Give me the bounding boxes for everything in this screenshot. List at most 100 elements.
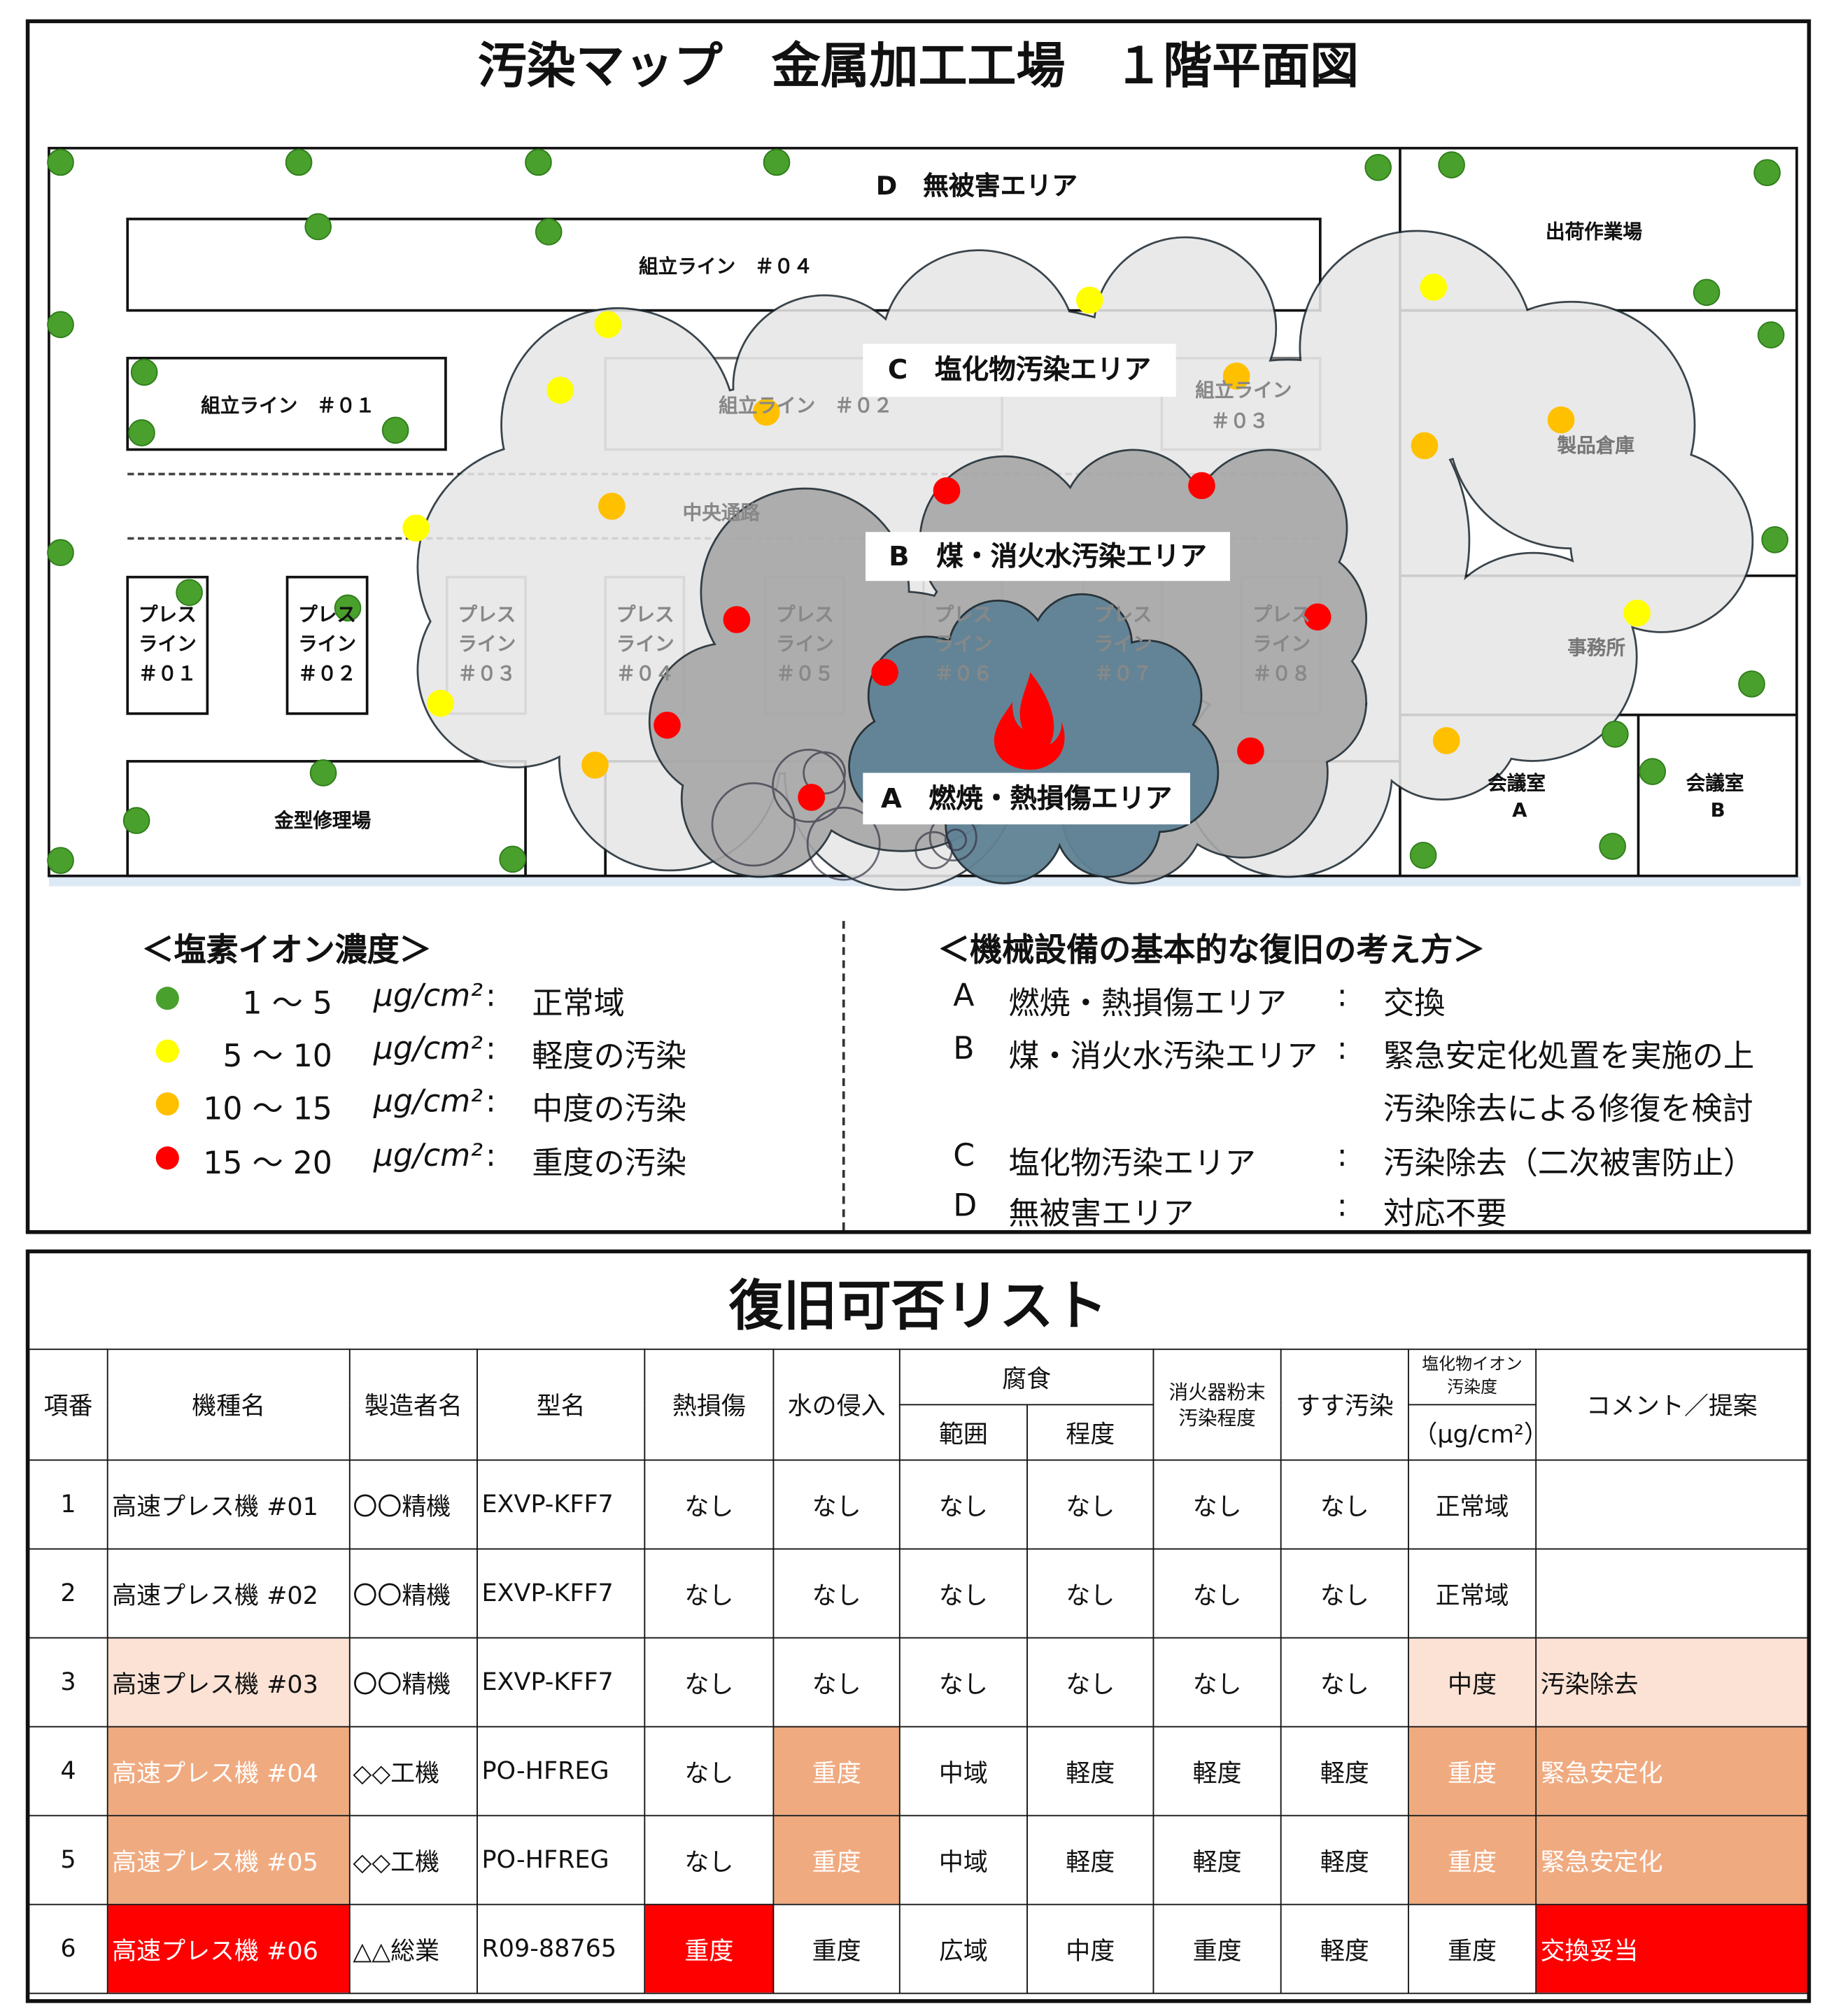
policy-area: 塩化物汚染エリア [1008, 1145, 1256, 1182]
measurement-dot-red [871, 658, 898, 686]
press-line-text: プレス [298, 602, 356, 626]
measurement-dot-orange [581, 752, 609, 779]
room-label: 会議室 [1488, 771, 1546, 795]
press-line-text: ライン [458, 632, 516, 656]
header-powder-line1: 消火器粉末 [1168, 1380, 1266, 1404]
measurement-dot-red [1304, 603, 1332, 631]
cell-soot: なし [1280, 1459, 1409, 1550]
legend-colon: : [485, 1137, 496, 1173]
measurement-dot-green [47, 847, 74, 874]
measurement-dot-green [1639, 758, 1667, 785]
room-label: B [1710, 798, 1725, 822]
list-panel [25, 1249, 1812, 2003]
fire-icon [994, 672, 1065, 770]
press-line-text: ライン [776, 632, 834, 656]
cell-water: なし [772, 1459, 901, 1550]
legend-dot [155, 1092, 179, 1116]
cell-type: PO-HFREG [476, 1814, 646, 1905]
press-line-text: ＃０３ [458, 662, 516, 686]
room-label: 組立ライン [1195, 379, 1292, 402]
room-label: 組立ライン ＃０４ [639, 255, 813, 279]
press-line-text: ＃０６ [934, 662, 993, 686]
press-line-text: ライン [1252, 632, 1311, 656]
header-model: 機種名 [106, 1348, 351, 1461]
divider [842, 921, 845, 1230]
cell-degree: 軽度 [1026, 1726, 1154, 1817]
room-label: ＃０３ [1210, 409, 1269, 433]
measurement-dot-green [47, 148, 74, 176]
cell-soot: 軽度 [1280, 1903, 1409, 1994]
legend-desc: 正常域 [532, 985, 625, 1022]
press-line-text: ＃０８ [1252, 662, 1311, 686]
press-line-label: プレスライン＃０７ [1083, 600, 1163, 689]
cell-degree: なし [1026, 1548, 1154, 1639]
cell-degree: なし [1026, 1637, 1154, 1728]
measurement-dot-green [304, 213, 332, 241]
room-label: 組立ライン ＃０２ [719, 394, 893, 418]
header-soot: すす汚染 [1280, 1348, 1409, 1461]
measurement-dot-green [499, 845, 526, 873]
cell-heat: なし [644, 1548, 775, 1639]
cell-chloride: 正常域 [1408, 1459, 1537, 1550]
press-line-text: ライン [934, 632, 993, 656]
measurement-dot-green [128, 419, 155, 446]
measurement-dot-green [1602, 720, 1629, 748]
press-line-text: ライン [138, 632, 197, 656]
measurement-dot-yellow [427, 689, 454, 717]
assembly-line-04 [126, 218, 1322, 312]
cell-heat: なし [644, 1459, 775, 1550]
press-line-text: ＃０５ [776, 662, 834, 686]
cell-heat: なし [644, 1637, 775, 1728]
policy-title: ＜機械設備の基本的な復旧の考え方＞ [938, 931, 1485, 969]
press-line-text: プレス [934, 602, 993, 626]
measurement-dot-yellow [1623, 599, 1651, 627]
header-no: 項番 [28, 1348, 108, 1461]
legend-unit: μg/cm² [373, 1137, 483, 1173]
press-line-text: プレス [1252, 602, 1311, 626]
cell-water: なし [772, 1637, 901, 1728]
measurement-dot-orange [1432, 727, 1460, 754]
policy-area: 煤・消火水汚染エリア [1008, 1038, 1318, 1075]
policy-area: 燃焼・熱損傷エリア [1008, 985, 1287, 1022]
recovery-table: 項番 機種名 製造者名 型名 熱損傷 水の侵入 腐食 消火器粉末汚染程度 すす汚… [28, 1348, 1809, 1994]
policy-letter: D [953, 1187, 977, 1224]
policy-colon: : [1336, 1030, 1348, 1067]
measurement-dot-orange [1222, 362, 1250, 390]
header-water: 水の侵入 [772, 1348, 901, 1461]
cell-water: 重度 [772, 1726, 901, 1817]
measurement-dot-red [654, 712, 681, 739]
legend-desc: 重度の汚染 [532, 1145, 687, 1182]
measurement-dot-green [381, 416, 409, 444]
cell-degree: なし [1026, 1459, 1154, 1550]
cell-model: 高速プレス機 #04 [106, 1726, 351, 1817]
measurement-dot-green [535, 218, 563, 246]
measurement-dot-green [1693, 279, 1721, 306]
policy-colon: : [1336, 1137, 1348, 1173]
cell-no: 2 [28, 1548, 108, 1639]
measurement-dot-green [1753, 159, 1781, 186]
cell-chloride: 中度 [1408, 1637, 1537, 1728]
cell-degree: 軽度 [1026, 1814, 1154, 1905]
header-comment: コメント／提案 [1535, 1348, 1809, 1461]
legend-unit: μg/cm² [373, 978, 483, 1014]
measurement-dot-yellow [402, 514, 430, 542]
press-line-label: プレスライン ＃０６ [924, 600, 1003, 689]
cell-model: 高速プレス機 #02 [106, 1548, 351, 1639]
cell-no: 4 [28, 1726, 108, 1817]
press-line-label: プレスライン＃０４ [605, 600, 685, 689]
cell-range: 中域 [898, 1726, 1028, 1817]
measurement-dot-orange [598, 493, 626, 520]
header-powder: 消火器粉末汚染程度 [1152, 1348, 1282, 1461]
header-chloride: 塩化物イオン汚染度 [1408, 1348, 1537, 1406]
cell-maker: ◇◇工機 [348, 1814, 478, 1905]
legend-range: 15 ～ 20 [203, 1145, 332, 1182]
press-line-text: プレス [458, 602, 516, 626]
measurement-dot-yellow [546, 376, 574, 404]
cell-range: 中域 [898, 1814, 1028, 1905]
header-heat: 熱損傷 [644, 1348, 775, 1461]
header-degree: 程度 [1026, 1404, 1154, 1461]
legend-colon: : [485, 1030, 496, 1067]
